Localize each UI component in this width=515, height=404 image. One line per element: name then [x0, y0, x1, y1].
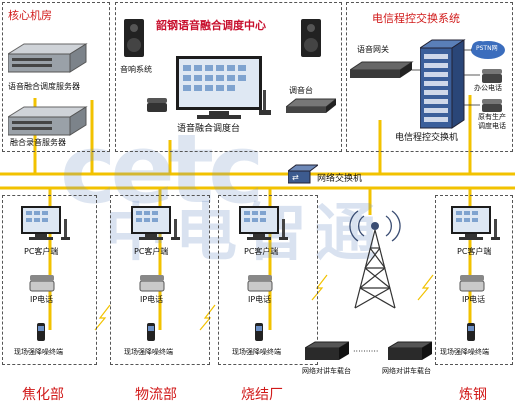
- microphone-icon: [259, 90, 271, 115]
- vehicle-radio-label: 网络对讲车载台: [382, 367, 431, 375]
- pc-client-icon: [131, 206, 180, 240]
- ip-phone-icon: [29, 275, 55, 292]
- dots: ··········: [353, 347, 379, 356]
- dept-name: 焦化部: [22, 387, 64, 403]
- network-switch-label: 网络交换机: [317, 174, 363, 184]
- ip-phone-label: IP电话: [140, 295, 164, 304]
- office-phone-label: 办公电话: [474, 84, 502, 92]
- ip-phone-label: IP电话: [30, 295, 54, 304]
- network-switch-icon: ⇄: [288, 164, 318, 184]
- pstn-label: PSTN网: [476, 45, 498, 52]
- pc-client-label: PC客户端: [457, 247, 492, 256]
- gateway-label: 语音网关: [357, 45, 389, 54]
- speaker-icon: [124, 19, 144, 57]
- svg-text:⇄: ⇄: [292, 173, 299, 182]
- dept-name: 烧结厂: [241, 387, 283, 403]
- pc-client-icon: [451, 206, 500, 240]
- speaker-label: 音响系统: [120, 65, 152, 74]
- terminal-label: 现场强降噪终端: [232, 348, 281, 356]
- ip-phone-icon: [247, 275, 273, 292]
- phone-icon: [482, 69, 502, 83]
- exchange-switch-icon: [420, 39, 466, 129]
- server-icon: [8, 106, 88, 136]
- pc-client-label: PC客户端: [244, 247, 279, 256]
- ip-phone-icon: [139, 275, 165, 292]
- terminal-label: 现场强降噪终端: [124, 348, 173, 356]
- ip-phone-icon: [459, 275, 485, 292]
- pc-client-icon: [239, 206, 288, 240]
- handheld-terminal-icon: [255, 323, 263, 341]
- center-title: 韶钢语音融合调度中心: [156, 19, 266, 32]
- exchange-box: [346, 2, 513, 152]
- mixer-label: 调音台: [289, 86, 313, 95]
- dept-box: [110, 195, 210, 365]
- switch-label: 电信程控交换机: [395, 133, 459, 143]
- dept-box: [2, 195, 97, 365]
- pc-client-label: PC客户端: [24, 247, 59, 256]
- server2-label: 融合录音服务器: [10, 138, 66, 147]
- dept-name: 炼钢: [459, 387, 487, 403]
- speaker-icon: [301, 19, 321, 57]
- terminal-label: 现场强降噪终端: [14, 348, 63, 356]
- vehicle-radio-icon: [305, 341, 349, 360]
- handheld-terminal-icon: [467, 323, 475, 341]
- ip-phone-label: IP电话: [462, 295, 486, 304]
- phone-icon: [147, 98, 167, 112]
- pc-client-icon: [21, 206, 70, 240]
- dept-name: 物流部: [135, 387, 177, 403]
- radio-tower-icon: [349, 210, 401, 309]
- vehicle-radio-icon: [388, 341, 432, 360]
- core-room-title: 核心机房: [8, 9, 52, 22]
- handheld-terminal-icon: [147, 323, 155, 341]
- dept-box: [435, 195, 513, 365]
- server-icon: [8, 43, 88, 73]
- core-room-box: [2, 2, 110, 152]
- console-label: 语音融合调度台: [177, 124, 241, 134]
- dept-box: [218, 195, 318, 365]
- handheld-terminal-icon: [37, 323, 45, 341]
- terminal-label: 现场强降噪终端: [440, 348, 489, 356]
- vehicle-radio-label: 网络对讲车载台: [302, 367, 351, 375]
- exchange-title: 电信程控交换系统: [372, 12, 460, 25]
- prod-phone-label-1: 原有生产: [478, 113, 506, 121]
- server1-label: 语音融合调度服务器: [8, 82, 80, 91]
- monitor-icon: [176, 56, 262, 119]
- mixer-icon: [286, 98, 336, 113]
- pstn-cloud-icon: [471, 41, 505, 59]
- gateway-icon: [350, 61, 414, 78]
- prod-phone-label-2: 调度电话: [478, 122, 506, 130]
- pc-client-label: PC客户端: [134, 247, 169, 256]
- ip-phone-label: IP电话: [248, 295, 272, 304]
- phone-icon: [482, 99, 502, 112]
- center-box: [115, 2, 342, 152]
